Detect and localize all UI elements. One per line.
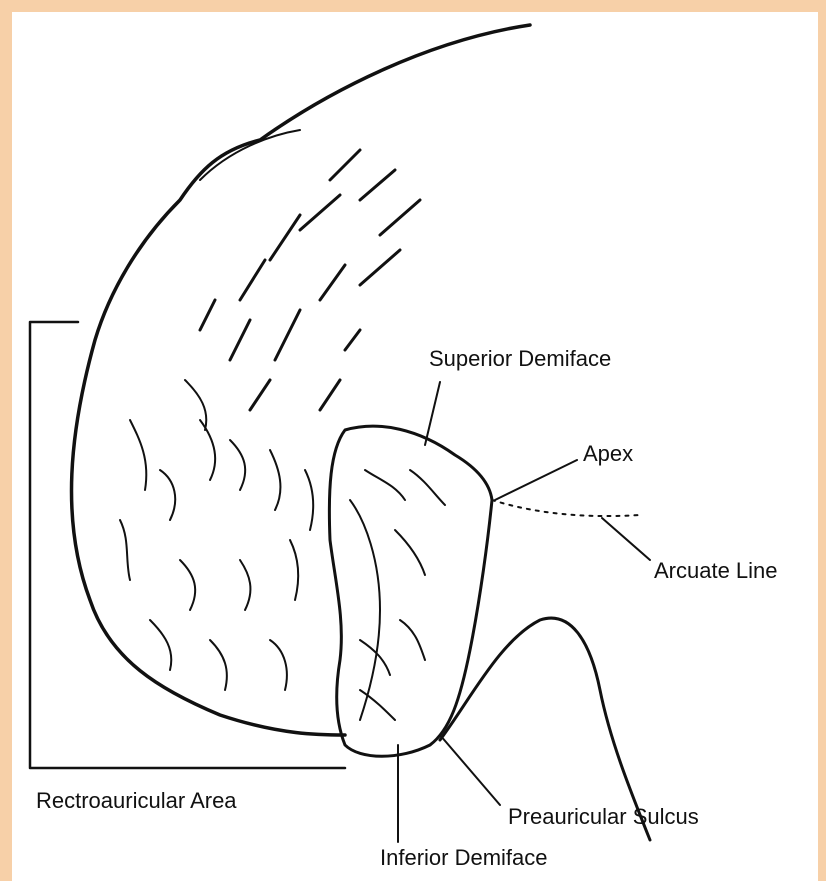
- arcuate-line: [492, 500, 640, 516]
- retroauricular-texture: [120, 380, 313, 690]
- label-preauricular-sulcus: Preauricular Sulcus: [508, 806, 699, 828]
- crest-edge: [200, 130, 300, 180]
- label-superior-demiface: Superior Demiface: [429, 348, 611, 370]
- label-retroauricular-area: Rectroauricular Area: [36, 790, 237, 812]
- label-apex: Apex: [583, 443, 633, 465]
- ilium-outline: [71, 25, 530, 735]
- auricular-inner-band: [350, 500, 380, 720]
- label-inferior-demiface: Inferior Demiface: [380, 847, 548, 869]
- auricular-surface-outline: [329, 426, 492, 756]
- auricular-texture: [360, 470, 445, 720]
- label-arcuate-line: Arcuate Line: [654, 560, 778, 582]
- blade-hatching: [200, 150, 420, 410]
